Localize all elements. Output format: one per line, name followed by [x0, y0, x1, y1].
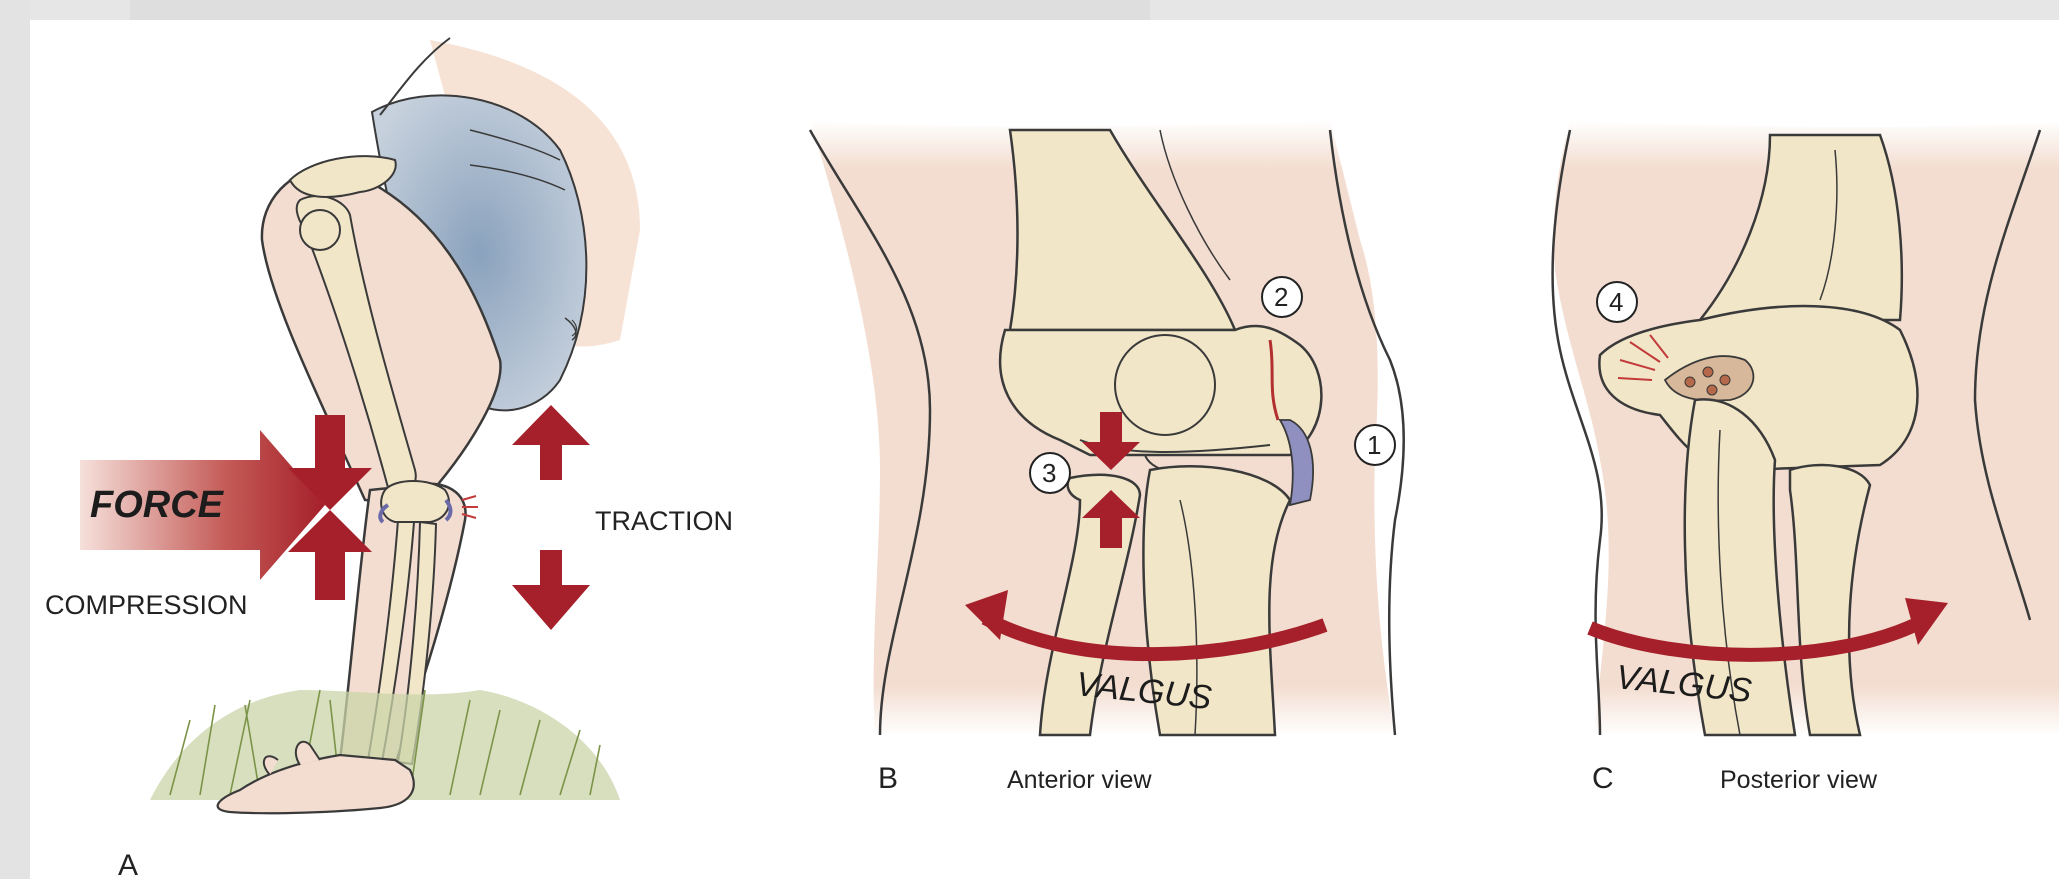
traction-label: TRACTION — [595, 506, 733, 536]
traction-arrow-down — [512, 550, 590, 630]
panel-a-letter: A — [118, 849, 138, 879]
elbow-joint — [381, 481, 449, 522]
panel-c-illustration: VALGUS 4 C Posterior view — [1553, 120, 2059, 795]
marker-4: 4 — [1609, 287, 1623, 317]
traction-arrow-up — [512, 405, 590, 480]
panel-c-view: Posterior view — [1720, 766, 1878, 794]
marker-3: 3 — [1042, 458, 1056, 488]
humeral-head — [300, 210, 340, 250]
compression-label: COMPRESSION — [45, 590, 248, 620]
panel-b-illustration: VALGUS 1 2 3 B Anterior view — [810, 120, 1404, 795]
panel-b-view: Anterior view — [1007, 766, 1152, 794]
marker-1: 1 — [1367, 430, 1381, 460]
panel-a-illustration: FORCE COMPRESSION TRACTION A — [45, 38, 733, 879]
force-label: FORCE — [90, 484, 225, 526]
marker-2: 2 — [1274, 282, 1288, 312]
panel-c-letter: C — [1592, 762, 1614, 795]
panel-b-letter: B — [878, 762, 898, 795]
